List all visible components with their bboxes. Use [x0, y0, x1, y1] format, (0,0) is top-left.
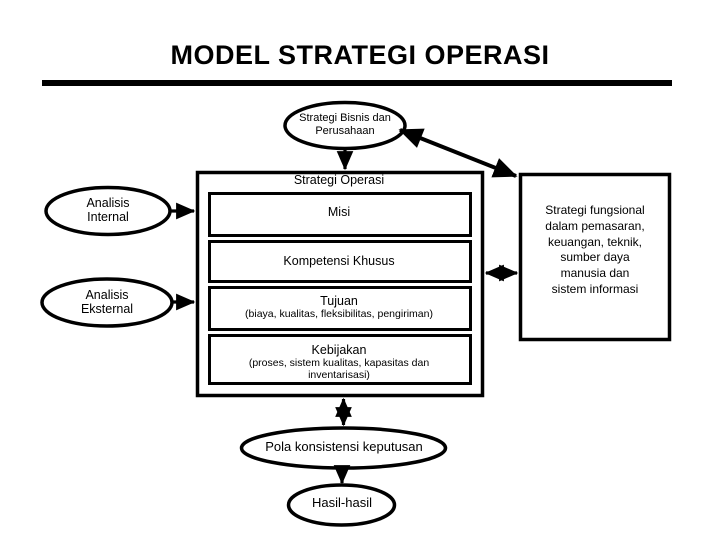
strategi-bisnis-line2: Perusahaan: [315, 124, 375, 137]
fungsional-line3: keuangan, teknik,: [547, 234, 643, 249]
page-title: MODEL STRATEGI OPERASI: [170, 40, 550, 70]
strategi-bisnis-line1: Strategi Bisnis dan: [299, 112, 391, 124]
node-strategi-fungsional[interactable]: [518, 172, 672, 342]
analisis-eksternal-line1: Analisis: [85, 288, 129, 302]
subbox-label-tujuan: Tujuan (biaya, kualitas, fleksibilitas, …: [210, 294, 468, 320]
analisis-eksternal-line2: Eksternal: [80, 302, 134, 317]
subbox-label-kompetensi-khusus: Kompetensi Khusus: [283, 254, 395, 268]
tujuan-title: Tujuan: [320, 294, 358, 308]
node-label-strategi-operasi-header: Strategi Operasi: [293, 173, 385, 187]
fungsional-line2: dalam pemasaran,: [545, 218, 645, 233]
fungsional-line4: sumber daya: [560, 250, 630, 265]
fungsional-line6: sistem informasi: [551, 282, 639, 297]
subbox-tujuan[interactable]: [208, 286, 472, 331]
node-label-hasil-hasil: Hasil-hasil: [312, 495, 372, 510]
node-label-analisis-eksternal: Analisis Eksternal: [46, 288, 168, 317]
fungsional-line1: Strategi fungsional: [545, 203, 645, 217]
node-label-strategi-fungsional: Strategi fungsional dalam pemasaran, keu…: [524, 203, 666, 298]
kebijakan-detail-line2: inventarisasi): [308, 369, 370, 382]
kebijakan-detail-line1: (proses, sistem kualitas, kapasitas dan: [248, 357, 430, 370]
subbox-kompetensi-khusus[interactable]: [208, 240, 472, 283]
tujuan-detail: (biaya, kualitas, fleksibilitas, pengiri…: [245, 308, 433, 321]
kebijakan-title: Kebijakan: [311, 343, 367, 357]
subbox-label-kebijakan: Kebijakan (proses, sistem kualitas, kapa…: [210, 343, 468, 382]
node-label-strategi-bisnis: Strategi Bisnis dan Perusahaan: [286, 112, 404, 137]
node-label-pola-konsistensi: Pola konsistensi keputusan: [265, 439, 423, 454]
subbox-kebijakan[interactable]: [208, 334, 472, 385]
fungsional-line5: manusia dan: [560, 266, 630, 281]
node-strategi-bisnis[interactable]: [283, 100, 407, 151]
subbox-label-misi: Misi: [327, 205, 351, 219]
node-hasil-hasil[interactable]: [286, 483, 397, 527]
analisis-internal-line2: Internal: [87, 210, 129, 225]
title-divider: [42, 80, 672, 86]
subbox-misi[interactable]: [208, 192, 472, 237]
node-label-analisis-internal: Analisis Internal: [50, 196, 166, 225]
analisis-internal-line1: Analisis: [86, 196, 130, 210]
edge-bisnis-to-fungsional: [398, 128, 518, 178]
